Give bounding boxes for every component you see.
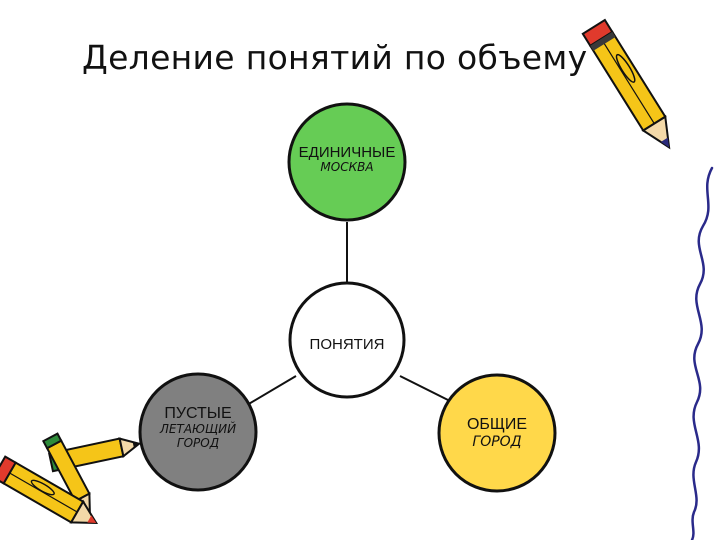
node-center-text: ПОНЯТИЯ bbox=[287, 336, 407, 353]
node-top-circle bbox=[287, 102, 407, 222]
node-center-circle bbox=[288, 281, 406, 399]
node-top-label: ЕДИНИЧНЫЕ bbox=[298, 144, 396, 161]
slide-title: Деление понятий по объему bbox=[82, 38, 588, 77]
node-right-label: ОБЩИЕ bbox=[466, 416, 528, 433]
node-left-label: ПУСТЫЕ bbox=[164, 405, 232, 422]
node-left-example-line1: ЛЕТАЮЩИЙ bbox=[159, 422, 237, 437]
pencil-icon bbox=[581, 18, 671, 150]
node-top-example: МОСКВА bbox=[320, 160, 374, 175]
node-right-circle bbox=[437, 373, 557, 493]
connectors bbox=[246, 222, 449, 406]
node-center-label: ПОНЯТИЯ bbox=[309, 336, 385, 353]
connector-right bbox=[399, 375, 449, 401]
squiggle-line bbox=[690, 166, 714, 540]
connector-left bbox=[246, 375, 297, 406]
node-left-example-line2: ГОРОД bbox=[176, 436, 220, 451]
pencils-icon bbox=[0, 432, 142, 525]
node-left-text: ПУСТЫЕ ЛЕТАЮЩИЙ ГОРОД bbox=[138, 405, 258, 451]
node-right-text: ОБЩИЕ ГОРОД bbox=[437, 416, 557, 450]
node-left-circle bbox=[138, 372, 258, 492]
node-right-example: ГОРОД bbox=[472, 434, 522, 451]
node-top-text: ЕДИНИЧНЫЕ МОСКВА bbox=[287, 144, 407, 175]
